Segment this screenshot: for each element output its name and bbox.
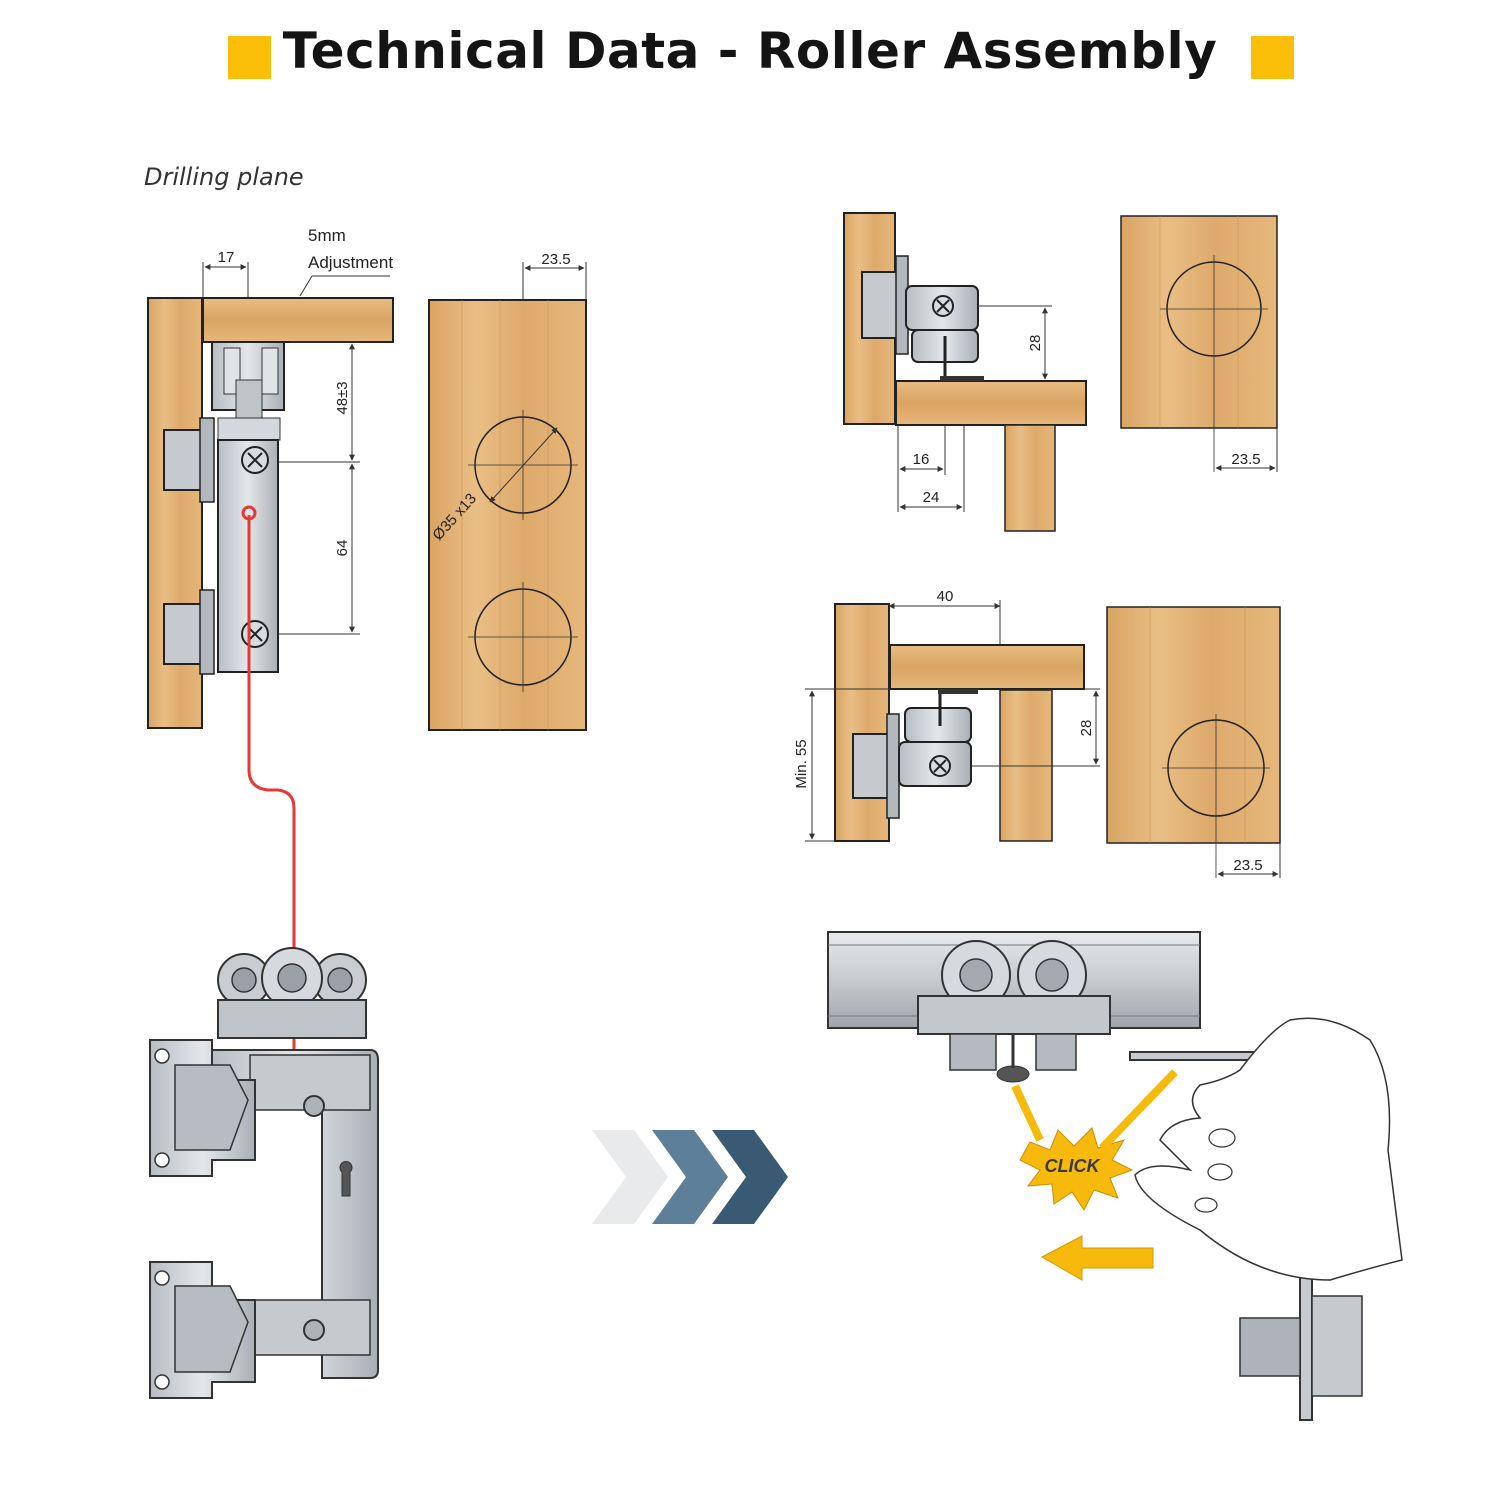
- adjustment-label-1: 5mm: [308, 226, 346, 245]
- top-panel-wood: [202, 297, 394, 343]
- roller-hardware-render: [149, 947, 379, 1399]
- dim-17: 17: [218, 249, 235, 266]
- dim-min-55: Min. 55: [793, 739, 810, 788]
- title-square-left: [228, 36, 271, 79]
- drilling-plane-caption: Drilling plane: [144, 163, 304, 191]
- dim-64: 64: [334, 540, 351, 557]
- dim-23-5-a: 23.5: [541, 251, 570, 268]
- front-panel-drawing: Ø35 x13 23.5: [428, 251, 587, 731]
- dim-28-a: 28: [1027, 335, 1044, 352]
- adjustment-label-2: Adjustment: [308, 253, 393, 272]
- hand-outline: [1134, 1017, 1403, 1281]
- click-label: CLICK: [1045, 1156, 1102, 1176]
- front-panel-wood: [428, 299, 587, 731]
- dim-48: 48±3: [334, 381, 351, 414]
- push-direction-arrow: [1040, 1235, 1154, 1281]
- red-connector-line: [247, 515, 296, 1055]
- chevron-arrow-3: [712, 1130, 788, 1224]
- chevron-arrow-1: [592, 1130, 668, 1224]
- dim-23-5-c: 23.5: [1233, 857, 1262, 874]
- dim-24: 24: [923, 489, 940, 506]
- side-section-drawing: 48±3 64 17 5mm Adjustment: [147, 226, 394, 729]
- install-render: CLICK: [827, 931, 1403, 1421]
- chevron-arrows: [592, 1130, 788, 1224]
- top-right-drawing-2: 40 28 Min. 55 23.5: [793, 588, 1281, 878]
- chevron-arrow-2: [652, 1130, 728, 1224]
- dim-23-5-b: 23.5: [1231, 451, 1260, 468]
- dim-28-b: 28: [1078, 720, 1095, 737]
- title-square-right: [1251, 36, 1294, 79]
- dim-40: 40: [937, 588, 954, 605]
- dim-16: 16: [913, 451, 930, 468]
- top-right-drawing-1: 28 16 24 23.5: [843, 212, 1278, 532]
- page-title: Technical Data - Roller Assembly: [282, 22, 1218, 80]
